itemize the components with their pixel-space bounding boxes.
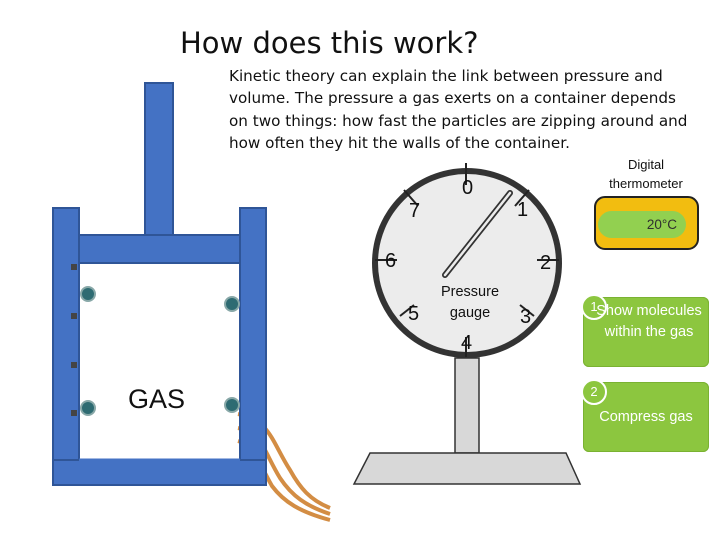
pressure-gauge	[372, 163, 562, 358]
molecule	[80, 286, 96, 302]
molecule	[224, 397, 240, 413]
gauge-mark-3: 3	[520, 306, 532, 328]
gauge-mark-0: 0	[462, 177, 474, 199]
gauge-mark-1: 1	[517, 199, 529, 221]
molecule	[224, 296, 240, 312]
page-title: How does this work?	[180, 26, 479, 60]
gas-label: GAS	[128, 384, 186, 414]
piston[interactable]	[78, 234, 266, 264]
gauge-stand	[352, 357, 582, 485]
wall-markers	[71, 264, 77, 416]
show-molecules-label: Show molecules within the gas	[596, 303, 702, 340]
compress-gas-button[interactable]: 2 Compress gas	[581, 379, 709, 452]
gas-molecules	[80, 286, 240, 416]
compress-gas-label: Compress gas	[599, 409, 693, 425]
gauge-label: Pressure gauge	[440, 284, 500, 321]
gas-container	[52, 207, 267, 486]
piston-rod[interactable]	[144, 82, 174, 236]
gauge-mark-5: 5	[408, 303, 420, 325]
thermometer-caption: Digital thermometer	[609, 157, 683, 191]
gauge-mark-6: 6	[385, 250, 397, 272]
gauge-ticks	[375, 163, 559, 357]
intro-text: Kinetic theory can explain the link betw…	[229, 67, 688, 152]
button-number-badge: 2	[581, 379, 607, 405]
gauge-mark-4: 4	[461, 332, 473, 354]
show-molecules-button[interactable]: 1 Show molecules within the gas	[581, 294, 709, 367]
thermometer-display: 20°C	[598, 211, 686, 238]
gauge-mark-7: 7	[409, 200, 421, 222]
gauge-mark-2: 2	[540, 252, 552, 274]
thermometer-reading: 20°C	[646, 217, 677, 232]
molecule	[80, 400, 96, 416]
button-number-badge: 1	[581, 294, 607, 320]
